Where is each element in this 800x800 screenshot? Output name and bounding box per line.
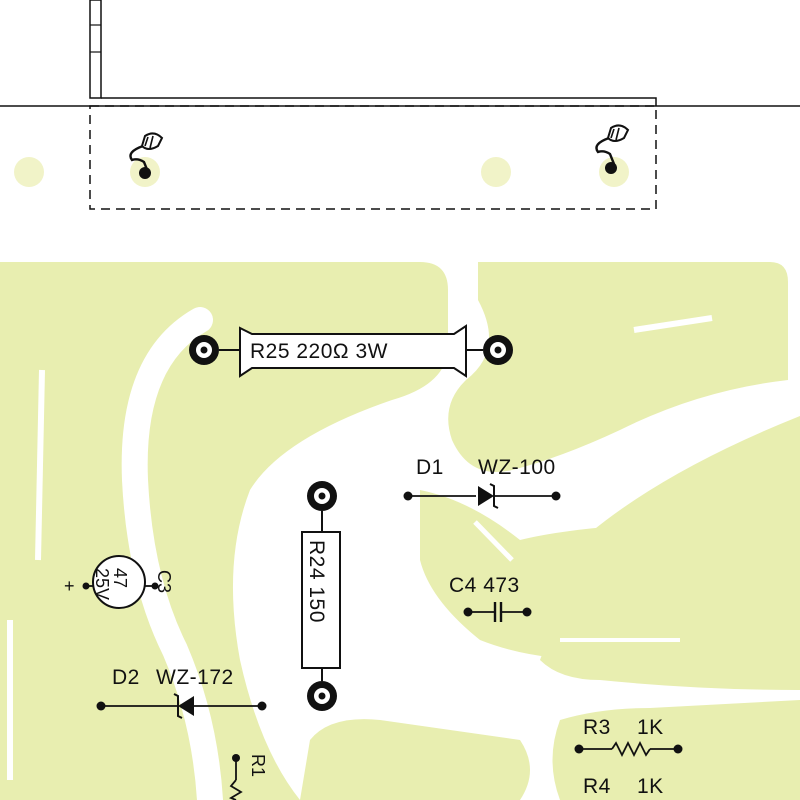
r24-label: R24 150 [305,540,328,623]
diode-d1: D1 WZ-100 [403,456,561,509]
r1-label: R1 [248,754,268,777]
heatsink-bracket [0,0,800,210]
resistor-r4: R4 1K [583,775,664,798]
resistor-icon [301,531,341,669]
zener-diode-icon [173,693,194,719]
c3-voltage: 25V [92,568,112,600]
resistor-icon [228,779,243,800]
d1-part-label: WZ-100 [478,456,556,479]
c4-label: C4 473 [449,574,520,597]
d2-ref-label: D2 [112,666,140,689]
isolation-channels [7,307,713,800]
d2-part-label: WZ-172 [156,666,234,689]
screw-icon [129,132,164,179]
capacitor-icon [493,602,503,622]
resistor-r25: R25 220Ω 3W [189,324,513,378]
c3-ref: C3 [154,570,174,593]
d1-ref-label: D1 [416,456,444,479]
r4-value-label: 1K [637,775,664,798]
resistor-r24: R24 150 [301,481,341,711]
r25-label: R25 220Ω 3W [250,340,388,363]
capacitor-icon [92,555,146,609]
diode-d2: D2 WZ-172 [96,666,267,719]
r3-ref-label: R3 [583,716,611,739]
capacitor-c4: C4 473 [449,574,532,622]
r3-value-label: 1K [637,716,664,739]
mounting-holes [14,157,629,187]
screw-icon [595,124,630,174]
resistor-r1: R1 [228,754,268,800]
r4-ref-label: R4 [583,775,611,798]
capacitor-c3: + 47 25V C3 [64,555,174,609]
resistor-icon [239,324,467,378]
resistor-r3: R3 1K [574,716,683,758]
c3-polarity: + [64,576,75,596]
resistor-icon [611,740,651,758]
c3-value: 47 [110,568,130,588]
copper-traces [0,262,800,800]
zener-diode-icon [478,483,499,509]
